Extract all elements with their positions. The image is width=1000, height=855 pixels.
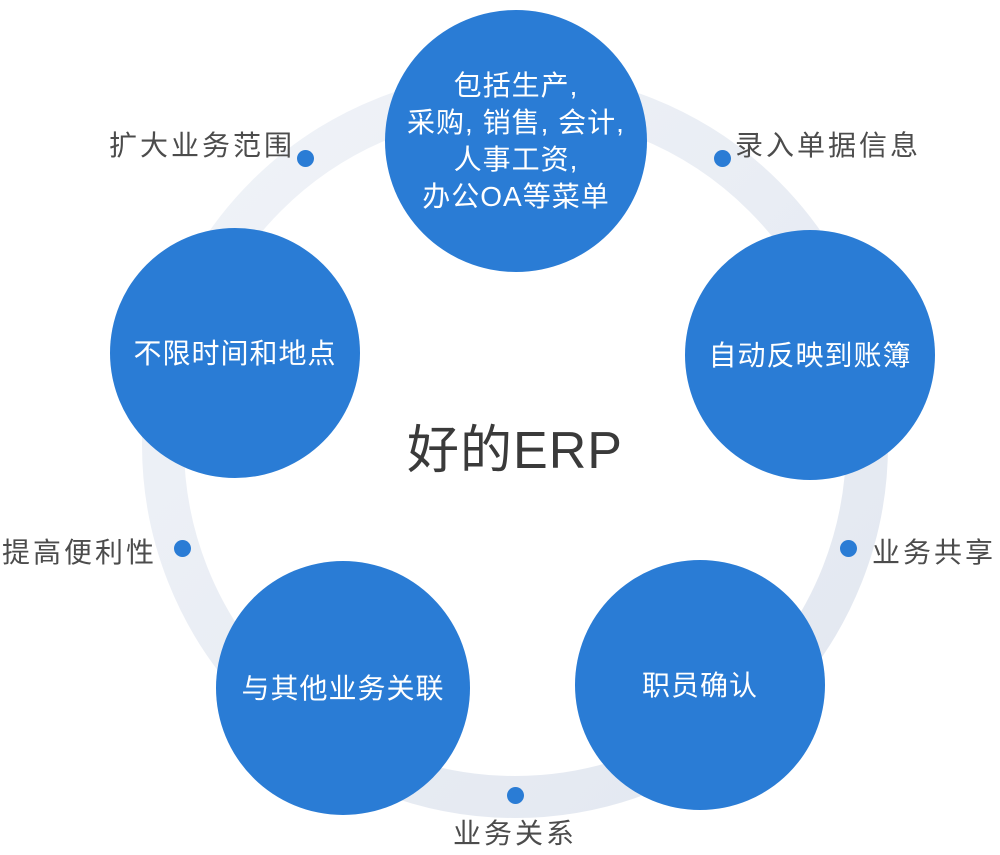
outer-label-business-share: 业务共享 [872,537,997,568]
node-menus: 包括生产, 采购, 销售, 会计, 人事工资, 办公OA等菜单 [385,10,647,272]
node-linked-business: 与其他业务关联 [216,561,470,815]
ring-dot-right [840,540,857,557]
node-staff-confirm-label: 职员确认 [641,669,758,701]
outer-label-expand-scope: 扩大业务范围 [108,130,295,161]
outer-label-convenience: 提高便利性 [2,537,158,568]
outer-label-enter-documents: 录入单据信息 [735,130,922,161]
ring-dot-top-left [297,150,314,167]
node-auto-ledger-label: 自动反映到账簿 [708,339,912,371]
node-auto-ledger: 自动反映到账簿 [685,230,935,480]
node-linked-business-label: 与其他业务关联 [241,672,445,704]
ring-dot-bottom [507,787,524,804]
ring-dot-top-right [714,150,731,167]
node-anytime-anywhere-label: 不限时间和地点 [133,337,337,369]
node-menus-label: 包括生产, 采购, 销售, 会计, 人事工资, 办公OA等菜单 [407,70,625,212]
ring-dot-left [174,540,191,557]
node-staff-confirm: 职员确认 [575,560,825,810]
node-anytime-anywhere: 不限时间和地点 [110,228,360,478]
outer-label-business-relation: 业务关系 [452,818,577,849]
center-title: 好的ERP [407,422,623,480]
